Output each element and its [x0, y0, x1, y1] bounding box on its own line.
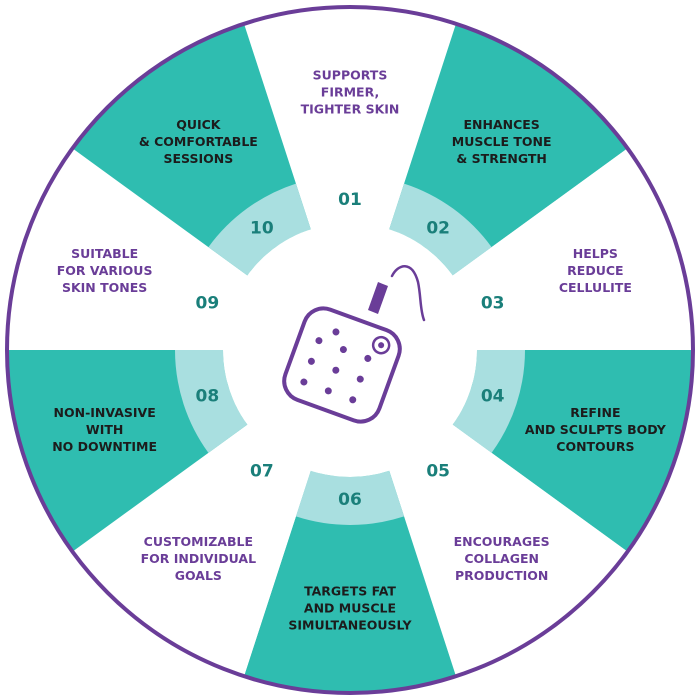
segment-8-label-line: NO DOWNTIME [52, 439, 157, 454]
segment-6-label-line: AND MUSCLE [304, 601, 396, 616]
segment-7-label-line: CUSTOMIZABLE [144, 534, 253, 549]
electrode-dot [324, 387, 332, 395]
device-pad [282, 306, 402, 424]
center-area [223, 223, 477, 477]
segment-7-label-line: FOR INDIVIDUAL [141, 551, 256, 566]
segment-4-number-band [452, 350, 525, 453]
segment-8-label-line: NON-INVASIVE [54, 405, 156, 420]
electrode-dot [349, 396, 357, 404]
segment-1-label-line: SUPPORTS [313, 68, 388, 83]
ems-device-pad-icon [282, 265, 426, 424]
segment-3-number: 03 [481, 294, 505, 314]
segment-2-number: 02 [426, 219, 450, 239]
segment-3-label-line: HELPS [573, 246, 618, 261]
segment-5-label-line: COLLAGEN [464, 551, 539, 566]
segment-10-label-line: & COMFORTABLE [139, 134, 258, 149]
segment-8-number-band [175, 350, 248, 453]
segment-6-label: TARGETS FAT AND MUSCLE SIMULTANEOUSLY [288, 584, 412, 633]
segment-7-number: 07 [250, 461, 274, 481]
segment-2-label-line: ENHANCES [463, 117, 539, 132]
segment-2-label-line: & STRENGTH [456, 151, 546, 166]
segment-4-label-line: CONTOURS [556, 439, 634, 454]
segment-3-label-line: CELLULITE [559, 280, 632, 295]
segment-3-label-line: REDUCE [567, 263, 623, 278]
segment-9-label-line: SUITABLE [71, 246, 138, 261]
segment-10-number: 10 [250, 219, 274, 239]
device-electrodes [300, 328, 372, 404]
electrode-dot [332, 328, 340, 336]
segment-10-label-line: SESSIONS [163, 151, 233, 166]
electrode-dot [339, 346, 347, 354]
electrode-dot [364, 354, 372, 362]
electrode-dot [332, 366, 340, 374]
segment-1-label-line: FIRMER, [321, 85, 379, 100]
segment-9-label-line: SKIN TONES [62, 280, 147, 295]
segment-9-label-line: FOR VARIOUS [57, 263, 153, 278]
segment-2-label-line: MUSCLE TONE [452, 134, 552, 149]
segment-7-label-line: GOALS [175, 568, 222, 583]
segment-5-label: ENCOURAGES COLLAGEN PRODUCTION [454, 534, 550, 583]
segment-5-label-line: PRODUCTION [455, 568, 548, 583]
electrode-dot [356, 375, 364, 383]
segment-1-number: 01 [338, 190, 362, 210]
segment-8-label: NON-INVASIVE WITH NO DOWNTIME [52, 405, 157, 454]
segment-10-number-band [208, 183, 311, 276]
segment-6-number: 06 [338, 490, 362, 510]
electrode-dot [315, 337, 323, 345]
device-cable [390, 265, 426, 322]
wheel-outer-ring [5, 5, 695, 695]
segment-9-number: 09 [196, 294, 220, 314]
segment-1-label-line: TIGHTER SKIN [301, 102, 400, 117]
segment-7-label: CUSTOMIZABLE FOR INDIVIDUAL GOALS [141, 534, 256, 583]
segment-2-label: ENHANCES MUSCLE TONE & STRENGTH [452, 117, 552, 166]
segment-3-label: HELPS REDUCE CELLULITE [559, 246, 632, 295]
segment-6-label-line: SIMULTANEOUSLY [288, 618, 412, 633]
segment-1-label: SUPPORTS FIRMER, TIGHTER SKIN [301, 68, 400, 117]
segment-9-label: SUITABLE FOR VARIOUS SKIN TONES [57, 246, 153, 295]
segment-5-label-line: ENCOURAGES [454, 534, 550, 549]
segment-texts: 01 SUPPORTS FIRMER, TIGHTER SKIN 02 ENHANCES M… [52, 68, 667, 633]
electrode-dot [307, 357, 315, 365]
segment-8-label-line: WITH [86, 422, 123, 437]
segment-10-label-line: QUICK [176, 117, 222, 132]
segment-4-label-line: REFINE [570, 405, 620, 420]
device-port [371, 335, 391, 355]
segment-2-number-band [389, 183, 492, 276]
segment-8-number: 08 [196, 386, 220, 406]
segment-1 [244, 7, 456, 351]
segment-4-label-line: AND SCULPTS BODY [525, 422, 667, 437]
device-port-core [378, 342, 385, 349]
segment-4-label: REFINE AND SCULPTS BODY CONTOURS [525, 405, 667, 454]
segment-10-label: QUICK & COMFORTABLE SESSIONS [139, 117, 258, 166]
segment-6-label-line: TARGETS FAT [304, 584, 396, 599]
segment-6-number-band [295, 470, 405, 525]
electrode-dot [300, 378, 308, 386]
segment-5-number: 05 [426, 461, 450, 481]
number-bands [175, 183, 525, 525]
segment-4-number: 04 [481, 386, 505, 406]
device-handle [368, 282, 388, 314]
